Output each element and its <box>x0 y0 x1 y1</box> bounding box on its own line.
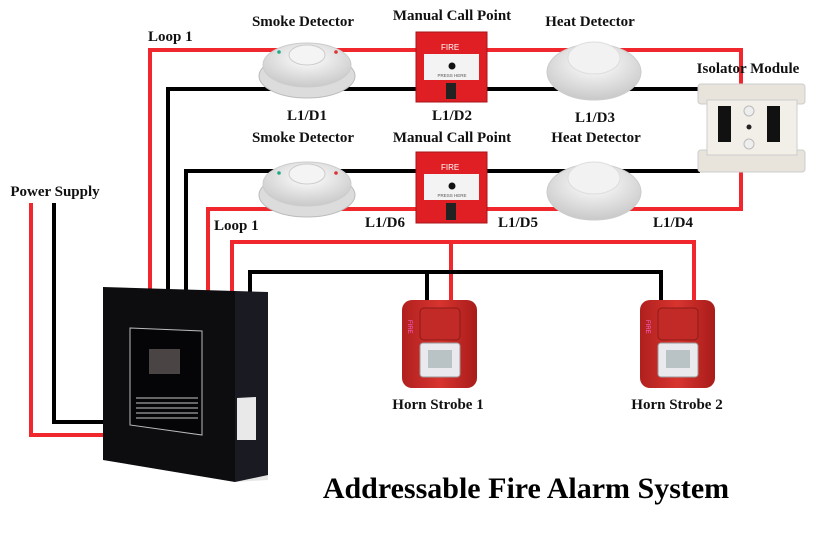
smoke-detector-2-address: L1/D6 <box>365 215 406 231</box>
heat-detector-1-address: L1/D3 <box>575 110 615 126</box>
manual-call-point-1-label: Manual Call Point <box>393 8 511 24</box>
manual-call-point-2: Manual Call Point FIRE PRESS HERE L1/D5 <box>393 130 538 231</box>
call-point-2-press-text: PRESS HERE <box>437 193 466 198</box>
diagram-title: Addressable Fire Alarm System <box>323 472 729 505</box>
horn-1-side-text: FIRE <box>406 320 412 334</box>
power-positive-wire <box>29 203 104 437</box>
power-negative-wire <box>52 203 104 424</box>
horn-strobe-1: FIRE Horn Strobe 1 <box>392 300 484 413</box>
heat-detector-1: Heat Detector L1/D3 <box>545 14 642 126</box>
manual-call-point-1-address: L1/D2 <box>432 108 472 124</box>
loop-out-negative-wire <box>166 87 700 290</box>
loop-label-bottom: Loop 1 <box>214 218 259 234</box>
smoke-detector-1: Smoke Detector L1/D1 <box>252 14 356 124</box>
call-point-1-press-text: PRESS HERE <box>437 73 466 78</box>
smoke-detector-1-address: L1/D1 <box>287 108 327 124</box>
loop-label-top: Loop 1 <box>148 29 193 45</box>
heat-detector-2: Heat Detector L1/D4 <box>546 130 694 231</box>
manual-call-point-2-label: Manual Call Point <box>393 130 511 146</box>
smoke-detector-2: Smoke Detector L1/D6 <box>252 130 406 231</box>
nac-negative-wire <box>248 270 663 302</box>
smoke-detector-2-label: Smoke Detector <box>252 130 354 146</box>
power-supply-label: Power Supply <box>10 184 100 200</box>
heat-detector-1-label: Heat Detector <box>545 14 635 30</box>
loop-return-negative-wire <box>184 169 700 290</box>
manual-call-point-2-address: L1/D5 <box>498 215 538 231</box>
heat-detector-2-address: L1/D4 <box>653 215 694 231</box>
nac-positive-wire <box>230 240 696 302</box>
heat-detector-2-label: Heat Detector <box>551 130 641 146</box>
horn-strobe-2: FIRE Horn Strobe 2 <box>631 300 723 413</box>
smoke-detector-1-label: Smoke Detector <box>252 14 354 30</box>
fire-alarm-control-panel <box>103 287 268 482</box>
call-point-2-fire-text: FIRE <box>441 163 459 172</box>
horn-strobe-1-label: Horn Strobe 1 <box>392 397 483 413</box>
isolator-module: Isolator Module <box>697 61 806 173</box>
manual-call-point-1: Manual Call Point FIRE PRESS HERE L1/D2 <box>393 8 511 124</box>
horn-strobe-2-label: Horn Strobe 2 <box>631 397 722 413</box>
horn-2-side-text: FIRE <box>644 320 650 334</box>
isolator-module-label: Isolator Module <box>697 61 800 77</box>
call-point-1-fire-text: FIRE <box>441 43 459 52</box>
